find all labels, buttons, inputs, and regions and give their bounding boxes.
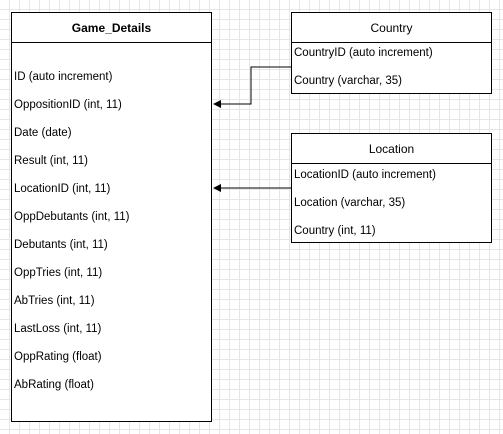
field-countryid: CountryID (auto increment) [294,47,433,59]
field-opprating: OppRating (float) [14,351,102,363]
field-result: Result (int, 11) [14,155,88,167]
country-to-oppositionid-connector[interactable] [213,66,291,108]
field-location-locationid: LocationID (auto increment) [294,169,436,181]
field-location-name: Location (varchar, 35) [294,197,406,209]
field-debutants: Debutants (int, 11) [14,239,108,251]
country-table[interactable]: Country CountryID (auto increment) Count… [291,12,492,94]
field-opptries: OppTries (int, 11) [14,267,103,279]
field-oppdebutants: OppDebutants (int, 11) [14,211,130,223]
field-date: Date (date) [14,127,72,139]
field-lastloss: LastLoss (int, 11) [14,323,102,335]
field-abtries: AbTries (int, 11) [14,295,95,307]
game-details-table-title: Game_Details [12,13,211,43]
field-id: ID (auto increment) [14,71,113,83]
field-abrating: AbRating (float) [14,379,94,391]
location-table-title: Location [292,134,491,164]
field-location-country: Country (int, 11) [294,225,376,237]
country-table-title: Country [292,13,491,43]
game-details-table[interactable]: Game_Details ID (auto increment) Opposit… [11,12,212,422]
field-locationid: LocationID (int, 11) [14,183,111,195]
field-oppositionid: OppositionID (int, 11) [14,99,122,111]
location-table[interactable]: Location LocationID (auto increment) Loc… [291,133,492,243]
field-country-name: Country (varchar, 35) [294,75,403,87]
